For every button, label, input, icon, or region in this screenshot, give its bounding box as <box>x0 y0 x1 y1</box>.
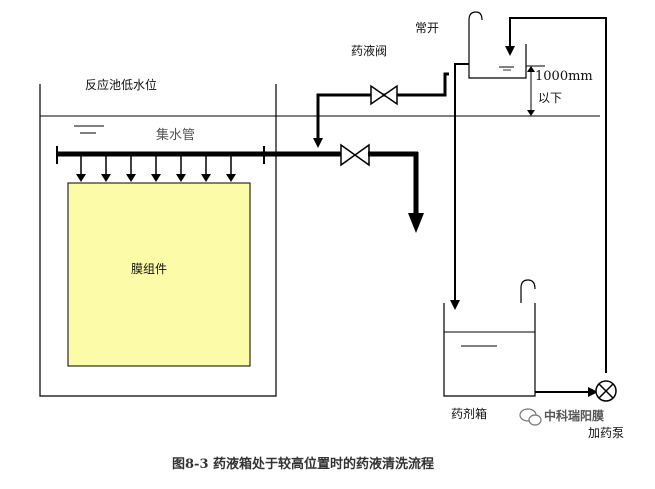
watermark-text: 中科瑞阳膜 <box>544 408 604 423</box>
pump-suction-line <box>535 387 598 397</box>
suction-arrows <box>76 156 236 182</box>
dosing-pump <box>595 380 617 402</box>
main-outlet-valve <box>340 143 370 167</box>
height-below-label: 以下 <box>538 91 562 105</box>
tank-faucet <box>520 279 536 303</box>
chemical-tank <box>443 303 536 397</box>
figure-caption: 图8-3 药液箱处于较高位置时的药液清洗流程 <box>172 456 434 472</box>
collector-pipe <box>56 146 342 164</box>
header-faucet <box>468 11 483 44</box>
reaction-tank-low-level-label: 反应池低水位 <box>85 77 157 92</box>
membrane-module-label: 膜组件 <box>131 262 167 276</box>
collector-pipe-label: 集水管 <box>156 127 195 143</box>
watermark: 中科瑞阳膜 <box>519 408 604 426</box>
return-line <box>505 17 607 373</box>
header-chemical-box <box>468 44 527 79</box>
normally-open-label: 常开 <box>415 21 439 35</box>
dosing-pump-label: 加药泵 <box>588 426 624 440</box>
water-level-symbol-tank <box>74 125 104 134</box>
chemical-tank-label: 药剂箱 <box>451 406 487 421</box>
outlet-pipe <box>368 151 424 233</box>
chemical-valve <box>370 84 398 106</box>
membrane-module <box>67 182 251 367</box>
height-dimension <box>526 65 545 116</box>
height-value-label: 1000mm <box>535 69 593 84</box>
chemical-valve-label: 药液阀 <box>351 43 387 58</box>
drain-line <box>450 63 469 310</box>
reaction-tank <box>39 84 277 397</box>
wechat-icon <box>519 408 542 426</box>
chemical-line <box>313 72 449 148</box>
